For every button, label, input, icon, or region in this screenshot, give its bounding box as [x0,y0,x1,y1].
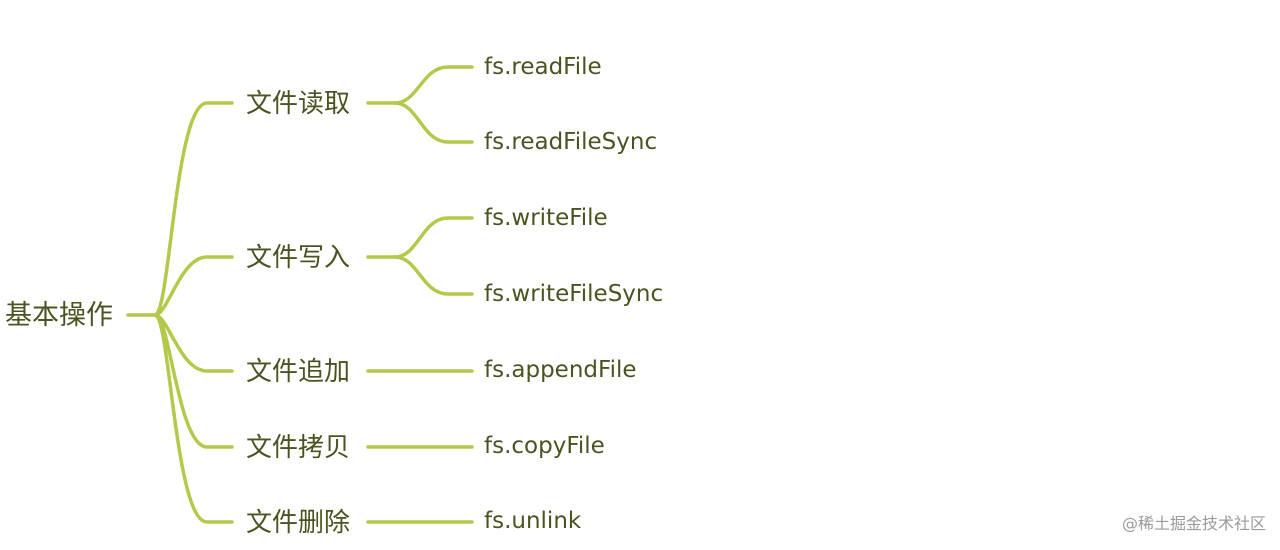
connector-root-branch-5 [153,313,234,524]
connector-branch-2-leaf-1 [393,216,474,259]
leaf-node-copyfile: fs.copyFile [484,433,605,459]
connector-branch-1-leaf-1 [393,65,474,105]
branch-node-file-delete: 文件删除 [246,508,351,538]
connector-branch-1-leaf-2 [393,101,474,144]
leaf-node-readfile: fs.readFile [484,54,602,80]
connector-root-branch-4 [153,313,234,449]
connector-root-branch-2 [153,255,234,317]
branch-node-file-append: 文件追加 [246,357,351,387]
root-node: 基本操作 [5,300,113,331]
connector-branch-2-leaf-2 [393,255,474,296]
branch-node-file-read: 文件读取 [246,89,351,119]
connector-root-branch-1 [153,101,234,317]
leaf-node-unlink: fs.unlink [484,508,582,534]
branch-node-file-copy: 文件拷贝 [246,433,351,463]
leaf-node-writefilesync: fs.writeFileSync [484,281,664,307]
leaf-node-readfilesync: fs.readFileSync [484,129,658,155]
branch-node-file-write: 文件写入 [246,243,351,273]
leaf-node-appendfile: fs.appendFile [484,357,637,383]
leaf-node-writefile: fs.writeFile [484,205,608,231]
watermark-text: @稀土掘金技术社区 [1121,514,1266,533]
